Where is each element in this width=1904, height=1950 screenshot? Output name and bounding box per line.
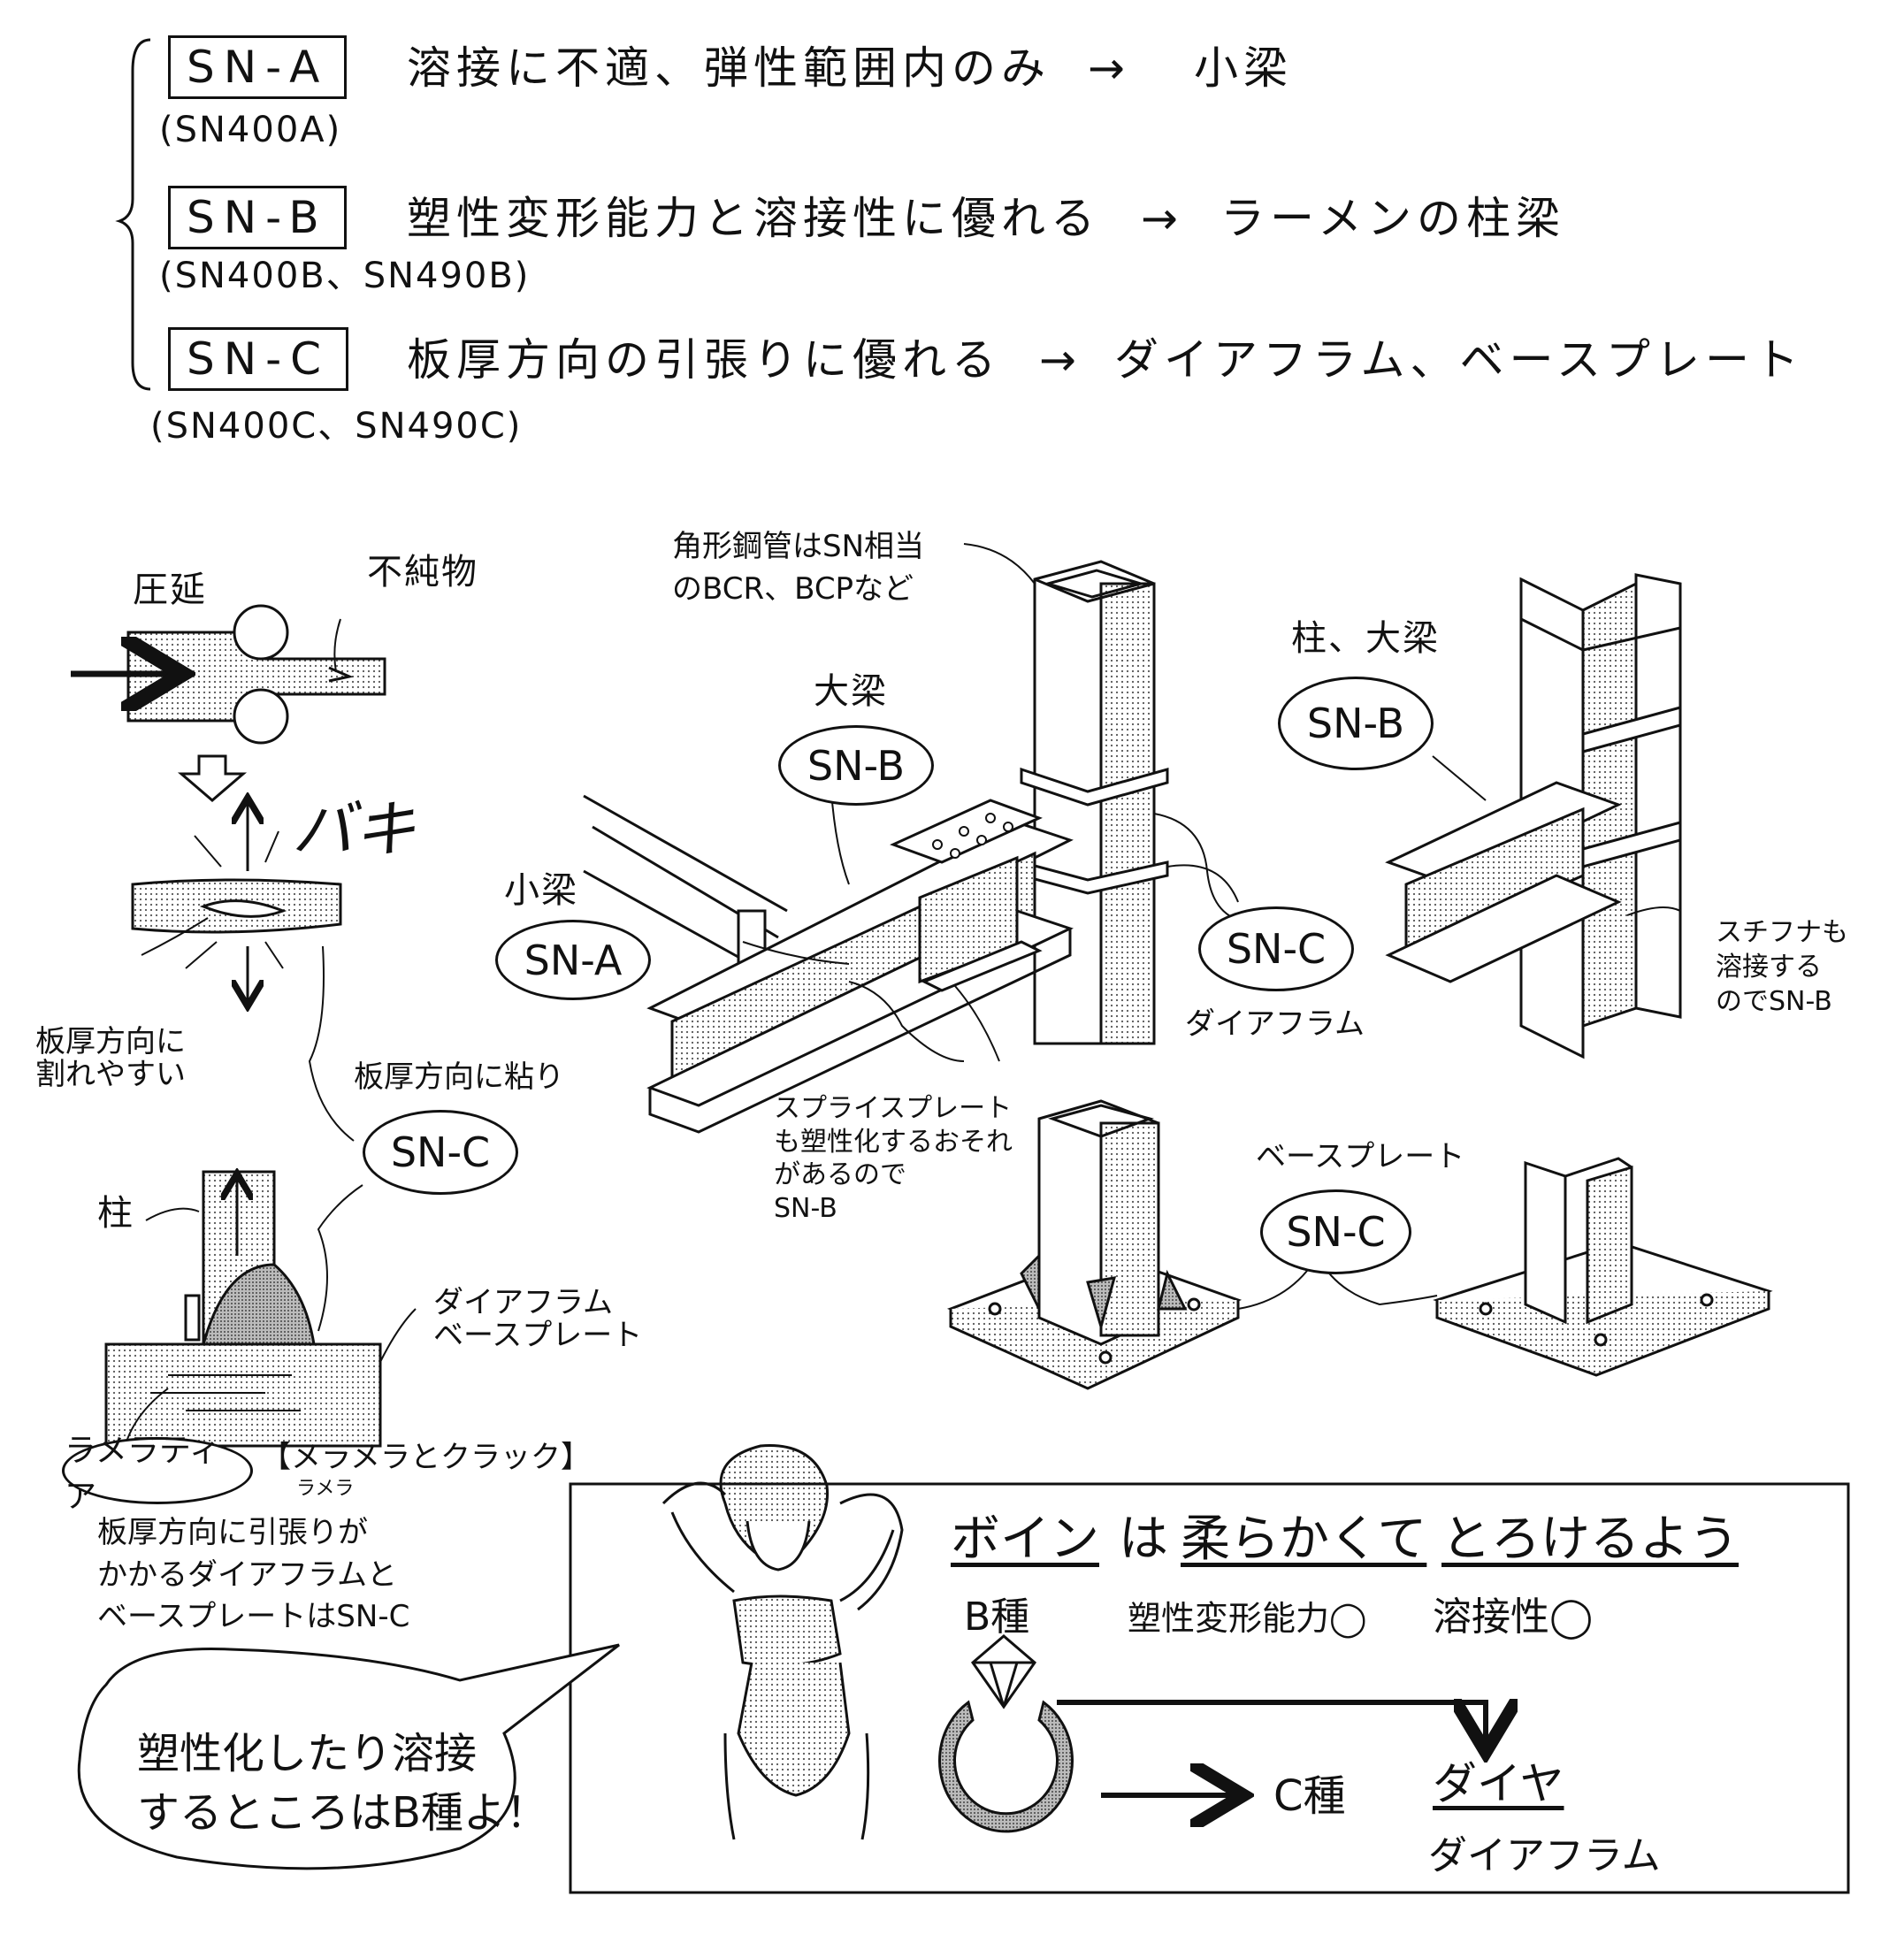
grade-a-code: SN-A <box>168 35 348 99</box>
tough-grade-oval: SN-C <box>363 1110 518 1195</box>
mnemonic-c-type: C種 <box>1273 1771 1346 1821</box>
grade-c-usage: ダイアフラム、ベースプレート <box>1114 334 1804 386</box>
grade-c-products: (SN400C、SN490C) <box>150 406 523 447</box>
grade-b-description: 塑性変形能力と溶接性に優れる <box>407 193 1100 244</box>
label-diaphragm-baseplate: ダイアフラム ベースプレート <box>433 1285 643 1354</box>
label-column: 柱 <box>97 1193 134 1234</box>
lamellar-tear-oval: ラメラティア <box>62 1433 253 1515</box>
grade-b-usage: ラーメンの柱梁 <box>1220 193 1565 244</box>
mnemonic-plastic: 塑性変形能力◯ <box>1128 1599 1367 1638</box>
beam-grade-oval: SN-A <box>495 920 651 1000</box>
label-rolling: 圧延 <box>133 570 207 610</box>
joint-drawing <box>583 543 1239 1134</box>
lamellar-summary: 板厚方向に引張りが かかるダイアフラムと ベースプレートはSN-C <box>97 1515 410 1635</box>
lamellar-ruby: ラメラ <box>296 1478 355 1500</box>
baseplate-label: ベースプレート <box>1256 1139 1465 1174</box>
grade-b-arrow: → <box>1141 193 1183 244</box>
grade-a-arrow: → <box>1088 42 1130 94</box>
grade-c-arrow: → <box>1039 334 1082 386</box>
grade-bracket <box>115 38 151 391</box>
girder-grade-oval: SN-B <box>778 725 934 806</box>
weld-section <box>104 1172 417 1451</box>
grade-c-description: 板厚方向の引張りに優れる <box>407 334 1001 386</box>
girder-label: 大梁 <box>814 671 888 712</box>
speech-text: 塑性化したり溶接 するところはB種よ！ <box>137 1729 548 1839</box>
mnemonic-melt: とろけるよう <box>1441 1510 1739 1568</box>
label-weak-thickness: 板厚方向に 割れやすい <box>35 1024 186 1093</box>
mnemonic-diya: ダイヤ <box>1433 1758 1564 1809</box>
grade-a-usage: 小梁 <box>1194 42 1293 94</box>
grade-a-description: 溶接に不適、弾性範囲内のみ <box>407 42 1051 94</box>
mnemonic-b-type: B種 <box>964 1594 1030 1640</box>
diaphragm-label: ダイアフラム <box>1185 1006 1365 1042</box>
mnemonic-diaphragm: ダイアフラム <box>1428 1833 1661 1878</box>
speech-bubble <box>77 1643 620 1870</box>
baseplate-grade-oval: SN-C <box>1260 1189 1411 1274</box>
label-crack-sound: バキ <box>292 793 416 866</box>
mnemonic-box <box>569 1482 1850 1894</box>
mnemonic-boin: ボイン <box>951 1510 1099 1568</box>
tube-note: 角形鋼管はSN相当 のBCR、BCPなど <box>672 529 925 607</box>
hframe-grade-oval: SN-B <box>1278 677 1434 770</box>
grade-b-products: (SN400B、SN490B) <box>159 256 531 296</box>
splice-note: スプライスプレート も塑性化するおそれ があるので SN-B <box>774 1093 1013 1224</box>
grade-b-code: SN-B <box>168 186 347 249</box>
mnemonic-soft: 柔らかくて <box>1181 1510 1427 1568</box>
mnemonic-weld: 溶接性◯ <box>1433 1594 1594 1640</box>
label-impurity: 不純物 <box>367 552 478 593</box>
hframe-label: 柱、大梁 <box>1291 618 1440 659</box>
diaphragm-grade-oval: SN-C <box>1198 906 1354 991</box>
rolling-diagram <box>71 604 386 1142</box>
character-drawing <box>661 1444 904 1840</box>
label-tough-thickness: 板厚方向に粘り <box>354 1059 564 1095</box>
lamellar-note: 【メラメラとクラック】 <box>261 1440 591 1475</box>
baseplate-drawing <box>946 1099 1773 1390</box>
mnemonic-ha: は <box>1119 1510 1168 1568</box>
ring-drawing <box>938 1634 1486 1833</box>
stiffener-note: スチフナも 溶接する のでSN-B <box>1716 917 1848 1017</box>
h-frame-drawing <box>1385 573 1682 1059</box>
grade-a-products: (SN400A) <box>159 110 342 150</box>
grade-c-code: SN-C <box>168 327 349 391</box>
beam-label: 小梁 <box>504 870 578 911</box>
